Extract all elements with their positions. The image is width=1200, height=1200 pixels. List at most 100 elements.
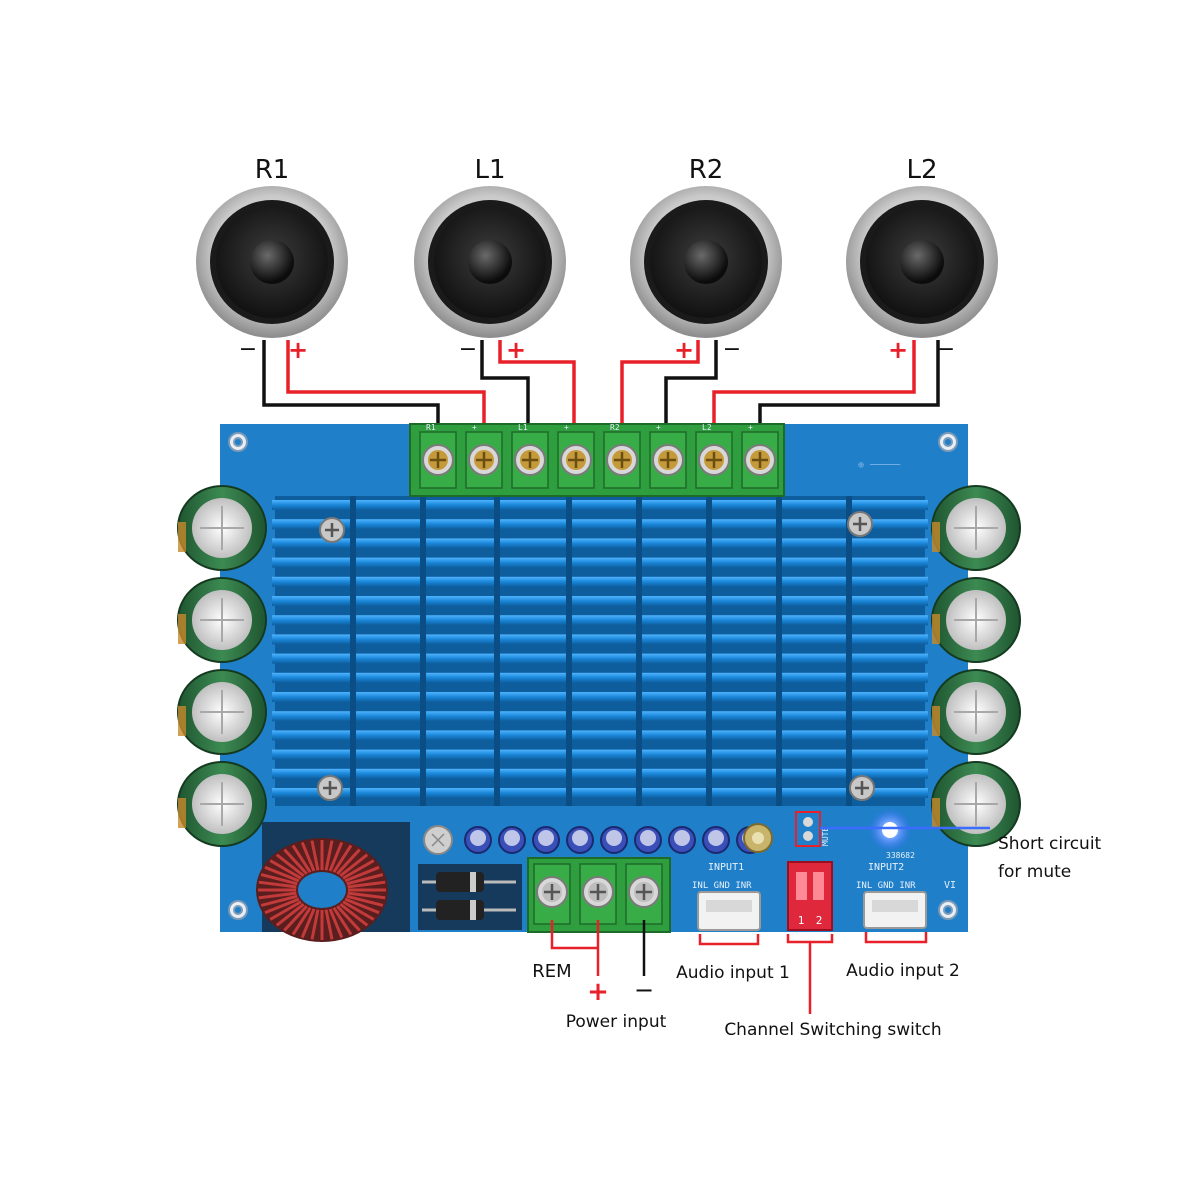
small-capacitor: [600, 826, 628, 854]
speaker-terminal-screw: L1: [511, 423, 549, 489]
power-terminal-screw: [533, 863, 571, 925]
small-capacitor: [498, 826, 526, 854]
wire-l2-minus: [758, 340, 940, 432]
callout-short-circuit-2: for mute: [998, 862, 1071, 882]
heatsink-fin: [272, 615, 928, 626]
vi-silk: VI: [944, 880, 956, 891]
terminal-silk-mark: L2: [702, 423, 712, 432]
speaker-r1-minus: −: [239, 337, 257, 362]
heatsink-fin: [272, 596, 928, 606]
speaker-terminal-screw: L2: [695, 423, 733, 489]
speaker-terminal-screw: R1: [419, 423, 457, 489]
callout-input2-bracket: [864, 932, 928, 944]
callout-rem: REM: [532, 961, 571, 982]
small-capacitor: [668, 826, 696, 854]
power-terminal-screw: [579, 863, 617, 925]
callout-power-minus: −: [634, 976, 654, 1004]
speaker-label-r1: R1: [255, 155, 290, 185]
capacitor-left: [177, 485, 267, 571]
capacitor-left: [177, 669, 267, 755]
callout-power-plus: +: [587, 977, 609, 1007]
power-terminal-block: [527, 857, 671, 933]
speaker-terminal-screw: +: [465, 423, 503, 489]
wire-r1-minus: [262, 340, 440, 432]
capacitor-right: [931, 577, 1021, 663]
small-electrolytic-2: [743, 823, 773, 853]
wire-r2-plus: [620, 340, 700, 432]
small-capacitor: [634, 826, 662, 854]
wire-l2-plus: [712, 340, 916, 432]
speaker-r1: [196, 186, 348, 338]
small-electrolytic: [423, 825, 453, 855]
heatsink-fin: [272, 768, 928, 779]
chip-code-silk: 338682: [886, 851, 915, 860]
diodes: [418, 864, 522, 930]
terminal-silk-mark: +: [564, 423, 569, 432]
power-terminal-screw: [625, 863, 663, 925]
input2-silk: INPUT2: [868, 862, 904, 873]
speaker-l1: [414, 186, 566, 338]
capacitors-left: [177, 485, 267, 847]
dip-label-2: 2: [816, 914, 823, 927]
callout-audio-input-2: Audio input 2: [846, 961, 960, 981]
terminal-silk-mark: +: [472, 423, 477, 432]
callout-rem-line: [550, 920, 598, 950]
speaker-label-l1: L1: [474, 155, 505, 185]
heatsink-fin: [272, 730, 928, 741]
heatsink-fin: [272, 634, 928, 645]
callout-input1-bracket: [698, 934, 760, 946]
callout-power-input: Power input: [566, 1012, 667, 1032]
terminal-silk-mark: R2: [610, 423, 620, 432]
speaker-r2: [630, 186, 782, 338]
speaker-l2: [846, 186, 998, 338]
mute-jumper: [795, 811, 821, 847]
terminal-silk-mark: L1: [518, 423, 528, 432]
heatsink-fin: [272, 576, 928, 587]
input1-pins-silk: INL GND INR: [692, 881, 752, 891]
wire-r1-plus: [286, 340, 486, 432]
speaker-terminal-screw: +: [649, 423, 687, 489]
terminal-silk-mark: +: [656, 423, 661, 432]
speaker-terminal-screw: R2: [603, 423, 641, 489]
speaker-l2-minus: −: [937, 337, 955, 362]
heatsink-fin: [272, 788, 928, 798]
capacitor-right: [931, 485, 1021, 571]
speaker-r2-plus: +: [674, 336, 694, 364]
speaker-l1-minus: −: [459, 337, 477, 362]
terminal-silk-mark: R1: [426, 423, 436, 432]
callout-dip-bracket: [786, 934, 834, 944]
callout-channel-switch: Channel Switching switch: [724, 1020, 941, 1040]
heatsink-fin: [272, 749, 928, 760]
capacitor-right: [931, 761, 1021, 847]
heatsink-fin: [272, 672, 928, 683]
speaker-l1-plus: +: [506, 336, 526, 364]
terminal-silk-mark: +: [748, 423, 753, 432]
input1-silk: INPUT1: [708, 862, 744, 873]
audio-input-1-connector: [697, 891, 761, 931]
heatsink: [272, 496, 928, 806]
mounting-holes: [228, 432, 958, 920]
input2-pins-silk: INL GND INR: [856, 881, 916, 891]
heatsink-fin: [272, 711, 928, 722]
toroid-inductor: [256, 822, 410, 942]
heatsink-fin: [272, 519, 928, 530]
small-capacitor: [464, 826, 492, 854]
channel-switching-dip: 1 2: [787, 861, 833, 931]
heatsink-fin: [272, 653, 928, 664]
heatsink-screws: [317, 511, 875, 801]
small-capacitor: [532, 826, 560, 854]
heatsink-fin: [272, 500, 928, 510]
capacitor-left: [177, 577, 267, 663]
pcb-logo-text: ⊕ ─────: [858, 460, 901, 471]
capacitor-left: [177, 761, 267, 847]
wire-r2-minus: [664, 340, 718, 432]
speaker-terminal-block: R1 + L1 + R2 + L2 +: [409, 423, 785, 497]
heatsink-fin: [272, 692, 928, 702]
speaker-r1-plus: +: [288, 336, 308, 364]
speaker-label-r2: R2: [689, 155, 724, 185]
audio-input-2-connector: [863, 891, 927, 929]
wire-l1-minus: [480, 340, 530, 432]
small-capacitor: [566, 826, 594, 854]
callout-short-circuit-1: Short circuit: [998, 834, 1102, 854]
